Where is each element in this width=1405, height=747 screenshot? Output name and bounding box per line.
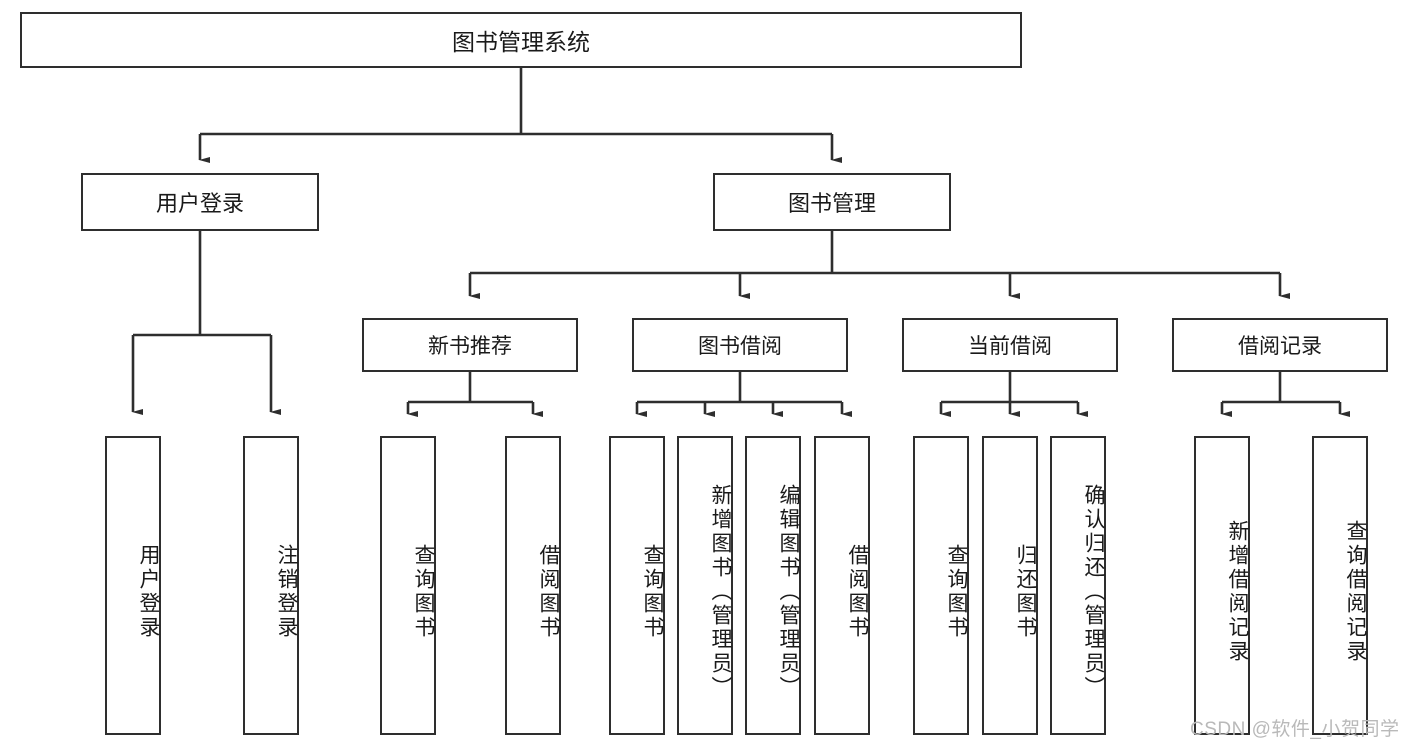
node-label: 编辑图书（管理员）	[777, 483, 800, 700]
node-book-borrow[interactable]: 图书借阅	[632, 318, 848, 372]
leaf-logout[interactable]: 注销登录	[243, 436, 299, 735]
node-label: 查询图书	[641, 543, 664, 640]
leaf-add-borrow-record[interactable]: 新增借阅记录	[1194, 436, 1250, 735]
node-label: 借阅图书	[846, 543, 869, 640]
node-label: 新增图书（管理员）	[709, 483, 732, 700]
leaf-query-book[interactable]: 查询图书	[609, 436, 665, 735]
node-root[interactable]: 图书管理系统	[20, 12, 1022, 68]
node-label: 新书推荐	[428, 335, 512, 358]
node-user-login[interactable]: 用户登录	[81, 173, 319, 231]
node-book-management[interactable]: 图书管理	[713, 173, 951, 231]
node-label: 确认归还（管理员）	[1082, 483, 1105, 700]
node-label: 归还图书	[1014, 543, 1037, 640]
node-label: 查询借阅记录	[1344, 519, 1367, 664]
node-current-borrow[interactable]: 当前借阅	[902, 318, 1118, 372]
node-borrow-record[interactable]: 借阅记录	[1172, 318, 1388, 372]
node-label: 图书管理系统	[452, 29, 590, 55]
leaf-borrow-book[interactable]: 借阅图书	[814, 436, 870, 735]
leaf-query-borrow-record[interactable]: 查询借阅记录	[1312, 436, 1368, 735]
leaf-return-book[interactable]: 归还图书	[982, 436, 1038, 735]
node-label: 查询图书	[412, 543, 435, 640]
node-label: 借阅图书	[537, 543, 560, 640]
leaf-query-book-recommend[interactable]: 查询图书	[380, 436, 436, 735]
leaf-confirm-return-admin[interactable]: 确认归还（管理员）	[1050, 436, 1106, 735]
watermark: CSDN @软件_小贺同学	[1190, 719, 1400, 740]
node-label: 用户登录	[155, 191, 244, 216]
leaf-query-book-current[interactable]: 查询图书	[913, 436, 969, 735]
leaf-user-login[interactable]: 用户登录	[105, 436, 161, 735]
node-label: 用户登录	[137, 543, 160, 640]
node-label: 图书借阅	[698, 335, 782, 358]
leaf-borrow-book-recommend[interactable]: 借阅图书	[505, 436, 561, 735]
node-label: 新增借阅记录	[1226, 519, 1249, 664]
node-label: 注销登录	[275, 543, 298, 640]
leaf-edit-book-admin[interactable]: 编辑图书（管理员）	[745, 436, 801, 735]
node-new-book-recommend[interactable]: 新书推荐	[362, 318, 578, 372]
node-label: 当前借阅	[968, 335, 1052, 358]
node-label: 查询图书	[945, 543, 968, 640]
node-label: 图书管理	[787, 191, 876, 216]
node-label: 借阅记录	[1238, 335, 1322, 358]
leaf-add-book-admin[interactable]: 新增图书（管理员）	[677, 436, 733, 735]
